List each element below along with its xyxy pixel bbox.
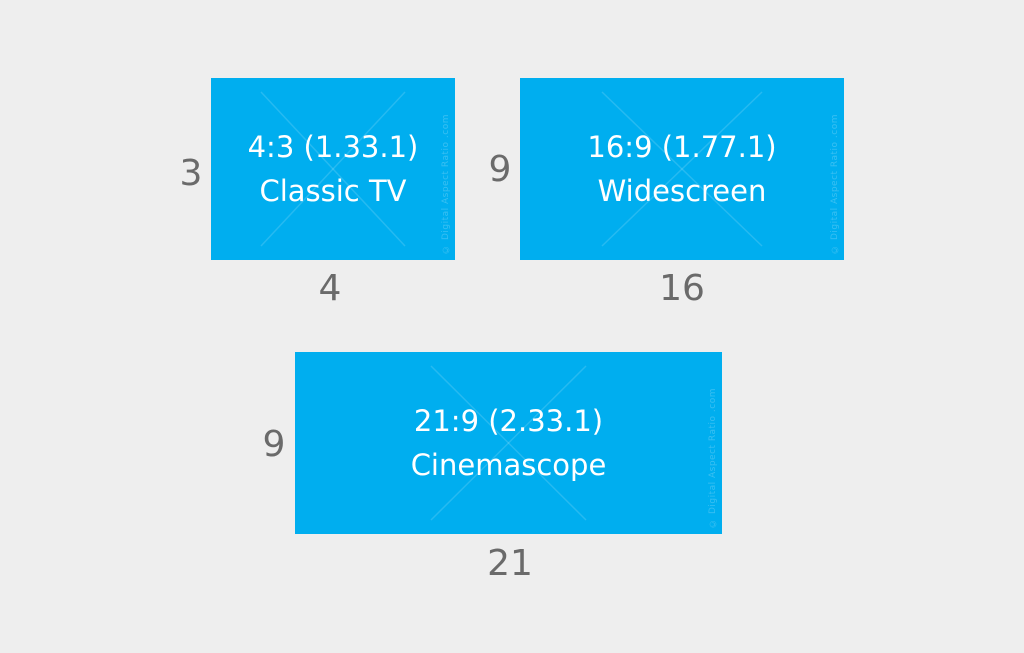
ratio-value: 16:9 (1.77.1) <box>587 130 777 164</box>
format-name: Classic TV <box>259 174 407 208</box>
height-dimension-label: 3 <box>179 153 203 194</box>
ratio-box-cinemascope: 21:9 (2.33.1) Cinemascope © Digital Aspe… <box>295 352 722 534</box>
watermark: © Digital Aspect Ratio .com <box>441 114 451 254</box>
ratio-box-widescreen: 16:9 (1.77.1) Widescreen © Digital Aspec… <box>520 78 844 260</box>
ratio-box-label: 21:9 (2.33.1) Cinemascope <box>295 399 722 487</box>
ratio-box-label: 4:3 (1.33.1) Classic TV <box>211 125 455 213</box>
diagonal-cross-lines <box>601 91 763 247</box>
width-dimension-label: 16 <box>659 268 705 309</box>
format-name: Widescreen <box>597 174 767 208</box>
diagonal-cross-lines <box>430 365 587 521</box>
watermark: © Digital Aspect Ratio .com <box>708 388 718 528</box>
height-dimension-label: 9 <box>488 149 512 190</box>
ratio-box-label: 16:9 (1.77.1) Widescreen <box>520 125 844 213</box>
diagonal-cross-lines <box>260 91 406 247</box>
width-dimension-label: 4 <box>318 268 342 309</box>
watermark: © Digital Aspect Ratio .com <box>830 114 840 254</box>
width-dimension-label: 21 <box>487 543 533 584</box>
ratio-value: 21:9 (2.33.1) <box>413 404 604 438</box>
ratio-box-classic-tv: 4:3 (1.33.1) Classic TV © Digital Aspect… <box>211 78 455 260</box>
format-name: Cinemascope <box>410 448 607 482</box>
height-dimension-label: 9 <box>262 424 286 465</box>
ratio-value: 4:3 (1.33.1) <box>247 130 419 164</box>
